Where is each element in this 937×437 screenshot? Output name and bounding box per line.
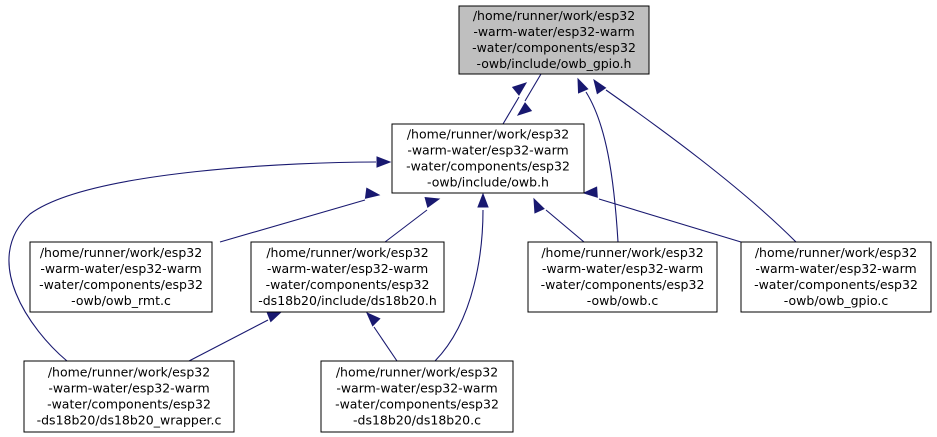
- edge-line: [384, 209, 428, 243]
- node-label-line: -warm-water/esp32-warm: [267, 261, 428, 276]
- edge-line: [605, 89, 797, 243]
- edge-line: [434, 209, 484, 362]
- node-box: [527, 241, 718, 313]
- node-owb-gpio-h[interactable]: /home/runner/work/esp32-warm-water/esp32…: [458, 5, 650, 75]
- node-label-line: /home/runner/work/esp32: [755, 245, 917, 260]
- node-label-line: -warm-water/esp32-warm: [473, 24, 634, 39]
- node-label-line: -warm-water/esp32-warm: [48, 381, 209, 396]
- node-owb-c[interactable]: /home/runner/work/esp32-warm-water/esp32…: [527, 241, 718, 313]
- node-label-line: -warm-water/esp32-warm: [40, 261, 201, 276]
- edge-arrowhead: [424, 196, 441, 209]
- node-label-line: -owb/owb_gpio.c: [784, 293, 889, 308]
- node-label-line: -ds18b20/ds18b20_wrapper.c: [37, 413, 222, 428]
- edge-ds18b20_wrapper_c-to-ds18b20_h: [188, 311, 283, 362]
- node-label-line: -water/components/esp32: [47, 397, 211, 412]
- edge-arrowhead: [266, 311, 283, 323]
- edge-arrowhead: [516, 102, 533, 116]
- node-label-line: -warm-water/esp32-warm: [755, 261, 916, 276]
- edge-ds18b20_c-to-ds18b20_h: [366, 312, 398, 362]
- node-owb-rmt-c[interactable]: /home/runner/work/esp32-warm-water/esp32…: [29, 241, 213, 313]
- edge-owb_c-to-owb_h: [533, 197, 585, 243]
- edge-arrowhead: [364, 187, 381, 199]
- node-box: [740, 241, 932, 313]
- node-label-line: -water/components/esp32: [335, 397, 499, 412]
- node-box: [391, 123, 585, 194]
- edge-owb_rmt_c-to-owb_h: [219, 187, 381, 243]
- edge-arrowhead: [376, 156, 392, 168]
- edge-arrowhead: [593, 78, 607, 95]
- edges-layer: [8, 73, 797, 362]
- node-owb-gpio-c[interactable]: /home/runner/work/esp32-warm-water/esp32…: [740, 241, 932, 313]
- node-label-line: -owb/owb_rmt.c: [71, 293, 171, 308]
- node-label-line: -ds18b20/include/ds18b20.h: [258, 293, 437, 308]
- nodes-layer: /home/runner/work/esp32-warm-water/esp32…: [23, 5, 932, 433]
- node-label-line: -water/components/esp32: [541, 277, 705, 292]
- node-label-line: -water/components/esp32: [39, 277, 203, 292]
- edge-arrowhead: [582, 186, 598, 198]
- node-ds18b20-h[interactable]: /home/runner/work/esp32-warm-water/esp32…: [250, 241, 445, 313]
- edge-owb_gpio_c-to-owb_gpio_h: [593, 78, 797, 243]
- node-ds18b20-wrapper-c[interactable]: /home/runner/work/esp32-warm-water/esp32…: [23, 360, 235, 433]
- edge-arrowhead: [477, 192, 489, 208]
- edge-arrowhead: [366, 312, 381, 327]
- edge-arrowhead: [577, 77, 589, 94]
- node-label-line: -ds18b20/ds18b20.c: [353, 413, 481, 428]
- node-box: [458, 5, 650, 75]
- edge-line: [502, 96, 520, 125]
- edge-owb_c-to-owb_gpio_h: [577, 77, 619, 243]
- node-box: [29, 241, 213, 313]
- edge-line: [585, 91, 619, 243]
- node-label-line: /home/runner/work/esp32: [541, 245, 703, 260]
- edge-arrowhead: [533, 197, 545, 214]
- node-label-line: -owb/include/owb.h: [427, 175, 549, 190]
- node-box: [320, 360, 514, 433]
- node-label-line: /home/runner/work/esp32: [336, 365, 498, 380]
- edge-line: [545, 209, 585, 243]
- node-label-line: -water/components/esp32: [754, 277, 918, 292]
- node-label-line: /home/runner/work/esp32: [40, 245, 202, 260]
- node-label-line: /home/runner/work/esp32: [266, 245, 428, 260]
- node-label-line: -warm-water/esp32-warm: [336, 381, 497, 396]
- node-box: [250, 241, 445, 313]
- node-label-line: /home/runner/work/esp32: [473, 8, 635, 23]
- node-label-line: -warm-water/esp32-warm: [407, 143, 568, 158]
- edge-line: [598, 198, 742, 243]
- node-label-line: -owb/include/owb_gpio.h: [477, 56, 632, 71]
- edge-ds18b20_c-to-owb_h: [434, 192, 489, 362]
- edge-line: [219, 199, 366, 243]
- edge-line: [373, 326, 398, 362]
- edge-owb_gpio_h-to-owb_h: [516, 73, 542, 116]
- node-label-line: -water/components/esp32: [266, 277, 430, 292]
- node-label-line: -owb/owb.c: [587, 293, 659, 308]
- node-owb-h[interactable]: /home/runner/work/esp32-warm-water/esp32…: [391, 123, 585, 194]
- edge-owb_h-to-owb_gpio_h: [502, 82, 528, 125]
- edge-ds18b20_h-to-owb_h: [384, 196, 441, 243]
- edge-line: [188, 319, 269, 362]
- edge-arrowhead: [511, 82, 528, 96]
- node-label-line: /home/runner/work/esp32: [48, 365, 210, 380]
- edge-line: [524, 73, 542, 102]
- node-label-line: -water/components/esp32: [472, 40, 636, 55]
- node-ds18b20-c[interactable]: /home/runner/work/esp32-warm-water/esp32…: [320, 360, 514, 433]
- node-label-line: -water/components/esp32: [406, 159, 570, 174]
- edge-line: [8, 161, 377, 362]
- node-label-line: /home/runner/work/esp32: [407, 127, 569, 142]
- edge-owb_gpio_c-to-owb_h: [582, 186, 742, 243]
- node-label-line: -warm-water/esp32-warm: [542, 261, 703, 276]
- node-box: [23, 360, 235, 433]
- edge-ds18b20_wrapper_c-to-owb_h: [8, 156, 392, 362]
